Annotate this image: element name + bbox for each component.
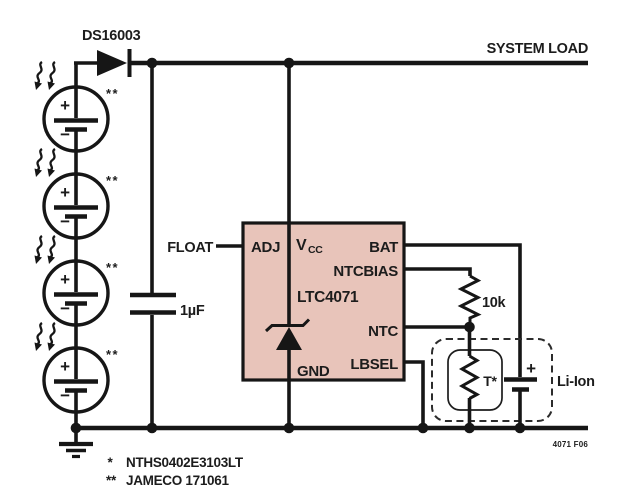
- junction-dot: [514, 422, 526, 434]
- capacitor-value-label: 1µF: [180, 303, 205, 319]
- zener-diode-icon: [264, 318, 311, 350]
- cell-minus-sign: −: [60, 299, 70, 318]
- cell-plus-sign: +: [60, 357, 70, 376]
- light-rays-icon: [33, 147, 57, 179]
- light-rays-icon: [33, 60, 57, 92]
- battery-label: Li-Ion: [557, 374, 595, 390]
- junction-dot: [283, 422, 295, 434]
- footnotes: * NTHS0402E3103LT ** JAMECO 171061: [106, 455, 244, 488]
- diode-icon: [97, 49, 132, 77]
- resistor-10k: [457, 274, 482, 327]
- cell-star-mark: **: [106, 173, 119, 188]
- battery-pack-outline: [431, 338, 553, 422]
- float-label: FLOAT: [167, 240, 213, 256]
- ic-name-label: LTC4071: [297, 289, 359, 306]
- ground-icon: [59, 428, 93, 459]
- cell-plus-sign: +: [60, 96, 70, 115]
- solar-cell: + − **: [33, 60, 119, 153]
- solar-cell: + − **: [33, 147, 119, 240]
- cell-star-mark: **: [106, 260, 119, 275]
- liion-battery: +: [504, 359, 537, 428]
- capacitor: 1µF: [130, 63, 205, 428]
- ntcbias-net: 10k: [404, 267, 507, 333]
- ic-body: [241, 221, 406, 382]
- figure-ref-label: 4071 F06: [553, 440, 589, 449]
- pin-label-adj: ADJ: [251, 239, 280, 256]
- junction-dot: [417, 422, 429, 434]
- diode-part-label: DS16003: [82, 28, 141, 44]
- junction-dot: [146, 422, 158, 434]
- pin-label-vcc: V: [296, 237, 307, 254]
- light-rays-icon: [33, 321, 57, 353]
- cell-star-mark: **: [106, 347, 119, 362]
- thermistor: [458, 354, 481, 400]
- cell-plus-sign: +: [60, 270, 70, 289]
- ground-rail: 4071 F06: [59, 422, 589, 459]
- thermistor-outline: [447, 349, 503, 411]
- pin-label-ntc: NTC: [368, 323, 398, 340]
- resistor-value-label: 10k: [482, 295, 507, 311]
- thermistor-label: T*: [483, 373, 497, 389]
- note1-text: NTHS0402E3103LT: [126, 455, 244, 470]
- light-rays-icon: [33, 234, 57, 266]
- battery-pack: T* + Li-Ion: [431, 327, 595, 428]
- pin-label-bat: BAT: [369, 239, 398, 256]
- ic-ltc4071: ADJ V CC BAT NTCBIAS LTC4071 NTC LBSEL G…: [241, 63, 406, 428]
- bat-net: [404, 243, 522, 377]
- lbsel-wire: [404, 360, 425, 428]
- pin-label-ntcbias: NTCBIAS: [333, 263, 398, 280]
- note1-marker: *: [108, 455, 114, 470]
- junction-dot: [464, 422, 475, 434]
- pin-label-lbsel: LBSEL: [350, 356, 398, 373]
- pin-label-gnd: GND: [297, 363, 330, 380]
- float-net: FLOAT: [167, 240, 243, 256]
- pin-label-vcc-sub: CC: [308, 244, 323, 256]
- solar-array: + − ** + − ** +: [33, 60, 119, 428]
- note2-text: JAMECO 171061: [126, 473, 229, 488]
- note2-marker: **: [106, 473, 117, 488]
- system-load-label: SYSTEM LOAD: [487, 41, 588, 57]
- battery-plus-sign: +: [526, 359, 536, 378]
- cell-minus-sign: −: [60, 125, 70, 144]
- solar-cell: + − **: [33, 321, 119, 414]
- solar-cell: + − **: [33, 234, 119, 327]
- cell-star-mark: **: [106, 86, 119, 101]
- cell-plus-sign: +: [60, 183, 70, 202]
- cell-minus-sign: −: [60, 386, 70, 405]
- cell-minus-sign: −: [60, 212, 70, 231]
